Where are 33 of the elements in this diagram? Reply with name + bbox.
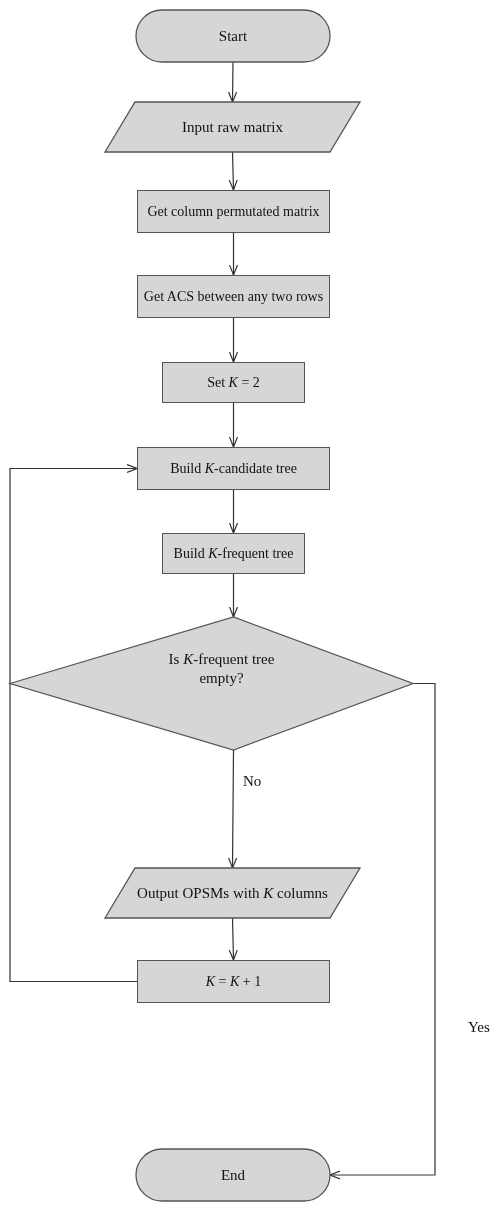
step-text: End	[220, 1165, 246, 1185]
arrow	[228, 749, 238, 869]
step-text: Input raw matrix	[182, 117, 283, 137]
step-text: Is K-frequent tree empty?	[167, 649, 276, 688]
arrow	[228, 573, 239, 618]
step-text: Get column permutated matrix	[147, 202, 320, 221]
step-text: Output OPSMs with K columns	[137, 883, 328, 903]
step-text: Set K = 2	[207, 373, 260, 392]
step-text: Build K-frequent tree	[173, 544, 294, 563]
process-box	[137, 275, 330, 318]
process-box	[137, 447, 330, 490]
arrow	[228, 917, 238, 961]
arrow	[228, 61, 238, 103]
step-text: Build K-candidate tree	[170, 459, 297, 478]
step-text: Get ACS between any two rows	[143, 287, 324, 306]
input-output-parallelogram	[105, 102, 360, 152]
process-box	[137, 190, 330, 233]
arrow	[228, 232, 239, 276]
arrow	[228, 151, 238, 191]
process-box	[162, 533, 305, 574]
terminal-shape	[136, 10, 330, 62]
step-text: Start	[218, 26, 248, 46]
process-box	[162, 362, 305, 403]
terminal-shape	[136, 1149, 330, 1201]
arrow	[329, 682, 436, 1180]
step-text: K = K + 1	[205, 972, 262, 991]
arrow	[228, 489, 239, 534]
input-output-parallelogram	[105, 868, 360, 918]
process-box	[137, 960, 330, 1003]
arrow	[228, 317, 239, 363]
decision-diamond	[10, 617, 413, 750]
arrow	[9, 463, 138, 983]
arrow	[228, 402, 239, 448]
